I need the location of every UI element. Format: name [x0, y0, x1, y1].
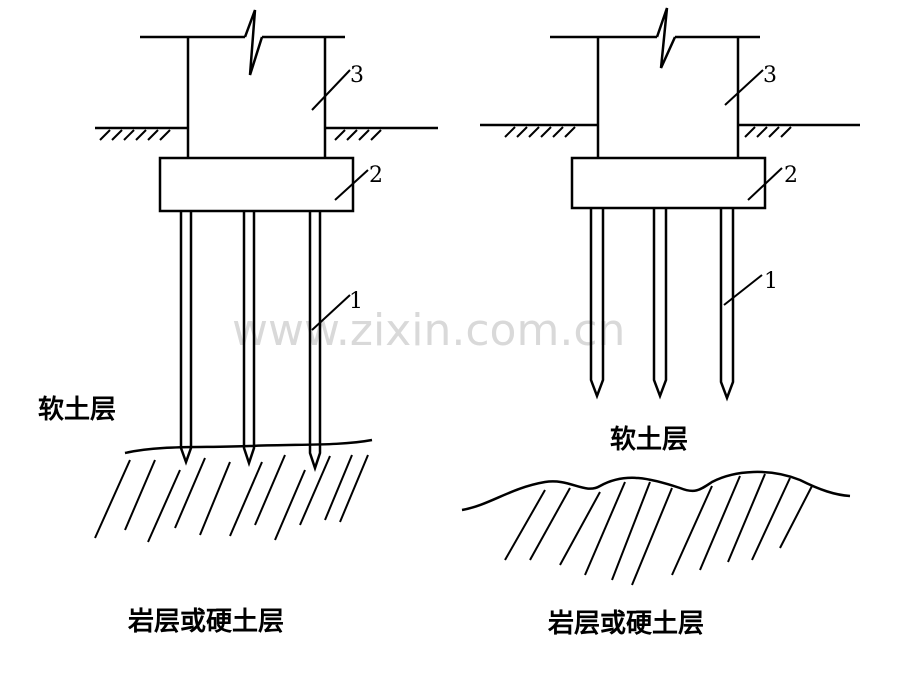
right-column-label: 3 [763, 63, 777, 88]
left-cap-label: 2 [369, 163, 383, 188]
left-pile-cap [158, 156, 355, 213]
right-pile-label: 1 [764, 269, 778, 294]
left-pile [179, 211, 193, 466]
right-pile [719, 208, 735, 402]
left-pile [242, 211, 256, 467]
right-pile [652, 208, 668, 400]
left-figure: 3 2 1 软土层 岩层或硬土层 [38, 9, 438, 637]
right-bearing-layer-hatch [504, 473, 813, 586]
watermark: www.zixin.com.cn [232, 305, 625, 356]
right-cap-label: 2 [784, 163, 798, 188]
right-soft-soil-label: 软土层 [610, 425, 688, 455]
left-cap-leader [334, 169, 369, 201]
left-stratum-boundary [124, 438, 373, 455]
right-figure: 3 2 1 软土层 岩层或硬土层 [461, 7, 860, 639]
left-column-label: 3 [350, 63, 364, 88]
right-column-leader [724, 69, 764, 106]
right-piles [589, 208, 735, 402]
right-column [550, 7, 760, 158]
left-piles [179, 211, 322, 472]
right-stratum-boundary [461, 470, 851, 512]
left-bearing-layer-label: 岩层或硬土层 [127, 607, 284, 637]
right-pile-leader [723, 274, 763, 306]
left-pile [308, 211, 322, 472]
right-ground-surface [480, 123, 860, 138]
right-pile [589, 208, 605, 400]
right-cap-leader [747, 167, 783, 201]
left-bearing-layer-hatch [94, 454, 369, 543]
left-column [140, 9, 345, 158]
left-pile-leader [311, 294, 351, 331]
left-column-leader [311, 69, 351, 111]
left-soft-soil-label: 软土层 [38, 395, 116, 425]
right-pile-cap [570, 156, 767, 210]
right-bearing-layer-label: 岩层或硬土层 [547, 609, 704, 639]
left-ground-surface [95, 126, 438, 141]
left-pile-label: 1 [349, 289, 363, 314]
